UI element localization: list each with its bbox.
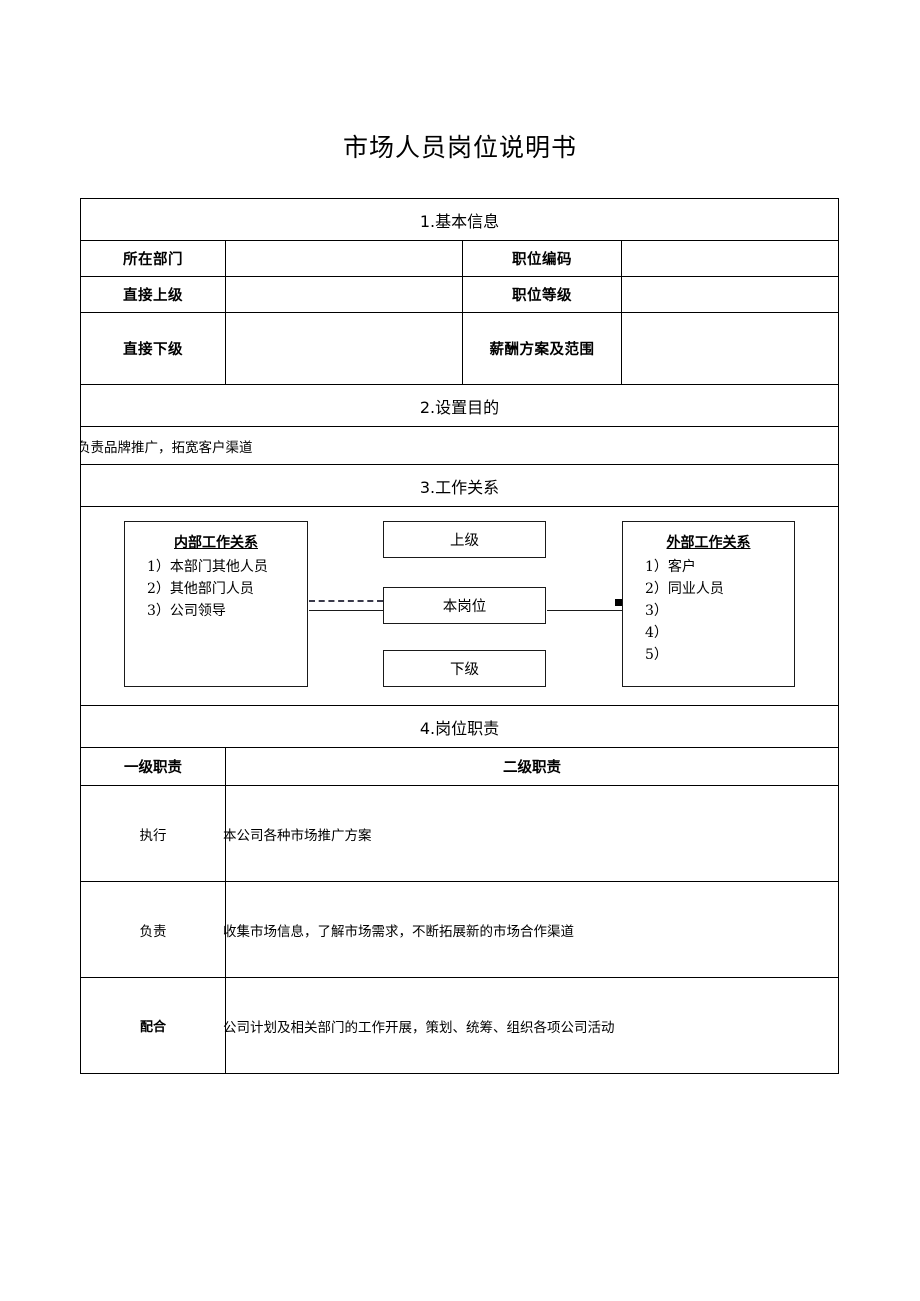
list-item: 2）其他部门人员 [147,581,254,597]
duty-level2-responsible[interactable]: 收集市场信息，了解市场需求，不断拓展新的市场合作渠道 [223,881,840,978]
duty-level2-text: 公司计划及相关部门的工作开展，策划、统筹、组织各项公司活动 [223,1019,615,1036]
list-item: 4） [645,625,668,641]
duty-level1-responsible: 负责 [80,881,226,978]
duty-level2-cooperate[interactable]: 公司计划及相关部门的工作开展，策划、统筹、组织各项公司活动 [223,977,840,1074]
label-department: 所在部门 [80,240,226,277]
duty-level2-execute[interactable]: 本公司各种市场推广方案 [223,785,840,882]
section-heading-duties: 4.岗位职责 [79,705,840,748]
list-item: 3） [645,603,668,619]
work-relations-diagram-cell: 内部工作关系 1）本部门其他人员 2）其他部门人员 3）公司领导 上级 [79,506,840,706]
table-row: 所在部门 职位编码 [80,240,840,277]
field-position-grade[interactable] [620,276,840,313]
internal-relations-list: 1）本部门其他人员 2）其他部门人员 3）公司领导 [125,556,307,622]
table-row: 负责品牌推广，拓宽客户渠道 [79,426,840,465]
list-item: 5） [645,647,668,663]
connector-external-solid [547,610,622,611]
page-title: 市场人员岗位说明书 [342,133,577,162]
duties-header-row: 一级职责 二级职责 [80,747,840,786]
column-header-level2: 二级职责 [224,747,840,786]
field-salary-plan-range[interactable] [620,312,840,385]
connector-internal-solid [309,610,383,611]
field-direct-superior[interactable] [225,276,463,313]
label-salary-plan-range: 薪酬方案及范围 [462,312,622,385]
section-heading-purpose: 2.设置目的 [79,384,840,427]
table-row: 配合 公司计划及相关部门的工作开展，策划、统筹、组织各项公司活动 [80,977,840,1074]
column-header-level1: 一级职责 [80,747,226,786]
external-relations-list: 1）客户 2）同业人员 3） 4） 5） [623,556,794,666]
label-position-grade: 职位等级 [462,276,622,313]
label-position-code: 职位编码 [462,240,622,277]
section-header-row-basic-info: 1.基本信息 [79,198,840,241]
subordinate-box: 下级 [383,650,546,687]
table-row: 直接上级 职位等级 [80,276,840,313]
connector-internal-dashed [309,600,383,602]
list-item: 1）客户 [645,559,696,575]
purpose-text: 负责品牌推广，拓宽客户渠道 [80,439,253,456]
label-direct-superior: 直接上级 [80,276,226,313]
table-row: 直接下级 薪酬方案及范围 [80,312,840,385]
table-row-diagram: 内部工作关系 1）本部门其他人员 2）其他部门人员 3）公司领导 上级 [79,506,840,706]
superior-box: 上级 [383,521,546,558]
field-direct-subordinate[interactable] [225,312,463,385]
duty-level2-text: 收集市场信息，了解市场需求，不断拓展新的市场合作渠道 [223,923,574,940]
internal-relations-title: 内部工作关系 [174,535,258,551]
connector-endpoint-square-icon [615,599,622,606]
duty-level1-execute: 执行 [80,785,226,882]
external-relations-title: 外部工作关系 [666,535,751,551]
job-description-table: 1.基本信息 所在部门 职位编码 直接上级 职位等级 直接下级 薪酬方案及范围 [79,198,840,1074]
list-item: 3）公司领导 [147,603,226,619]
section-header-row-duties: 4.岗位职责 [79,705,840,748]
superior-label: 上级 [450,533,479,549]
duty-level2-text: 本公司各种市场推广方案 [223,827,372,844]
section-header-row-work-relations: 3.工作关系 [79,464,840,507]
section-header-row-purpose: 2.设置目的 [79,384,840,427]
internal-relations-box: 内部工作关系 1）本部门其他人员 2）其他部门人员 3）公司领导 [124,521,308,687]
subordinate-label: 下级 [450,662,479,678]
table-row: 负责 收集市场信息，了解市场需求，不断拓展新的市场合作渠道 [80,881,840,978]
field-position-code[interactable] [620,240,840,277]
section-heading-basic-info: 1.基本信息 [79,198,840,241]
this-position-label: 本岗位 [442,599,487,615]
field-purpose-content[interactable]: 负责品牌推广，拓宽客户渠道 [79,426,840,465]
this-position-box: 本岗位 [383,587,546,624]
external-relations-box: 外部工作关系 1）客户 2）同业人员 3） 4） 5） [622,521,795,687]
duty-level1-cooperate: 配合 [80,977,226,1074]
section-heading-work-relations: 3.工作关系 [79,464,840,507]
list-item: 2）同业人员 [645,581,724,597]
work-relations-diagram: 内部工作关系 1）本部门其他人员 2）其他部门人员 3）公司领导 上级 [81,507,837,705]
label-direct-subordinate: 直接下级 [80,312,226,385]
field-department[interactable] [225,240,463,277]
table-row: 执行 本公司各种市场推广方案 [80,785,840,882]
list-item: 1）本部门其他人员 [147,559,268,575]
